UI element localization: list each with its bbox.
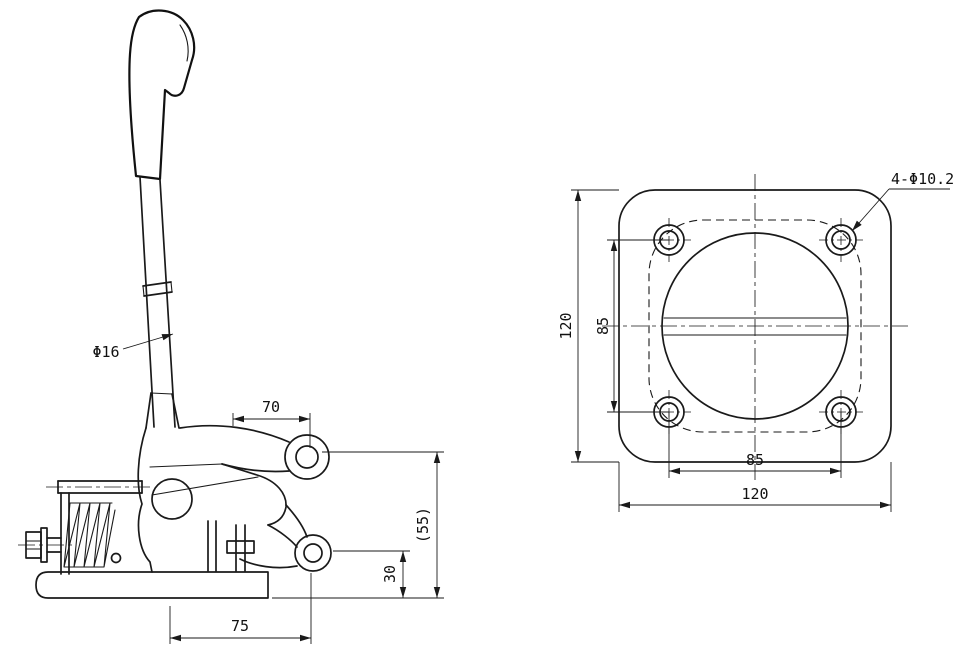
pin-hole — [110, 552, 122, 564]
top-view: 4-Φ10.2 120 85 85 120 — [557, 170, 954, 512]
dim-base-width: 75 — [169, 573, 312, 644]
collar-left — [142, 285, 145, 297]
dim-label-top-width: 70 — [262, 398, 280, 416]
base-plate — [35, 571, 269, 599]
central-bore — [661, 232, 849, 420]
flange-plate-outline — [618, 189, 892, 463]
shaft-right-edge — [159, 179, 176, 428]
bolt-hole-top-right — [819, 218, 863, 262]
hole-callout: 4-Φ10.2 — [851, 170, 954, 232]
spring-coil — [63, 502, 116, 568]
bolt-nut — [226, 540, 255, 554]
handle-contour-line — [179, 24, 189, 62]
collar-bottom — [143, 291, 173, 297]
lower-lobe-hole — [303, 543, 323, 563]
shaft-left-edge — [139, 176, 155, 428]
side-view: Φ16 70 (55) 30 75 — [18, 9, 444, 644]
dim-label-hole-callout: 4-Φ10.2 — [891, 170, 954, 188]
dim-hole-spacing-vertical: 85 — [594, 239, 669, 413]
neck-right-edge — [285, 504, 308, 538]
boss-right — [171, 393, 180, 429]
shaft-collar — [142, 281, 173, 297]
dim-label-plate-height: 120 — [557, 312, 575, 339]
mechanism-body — [137, 427, 332, 573]
dim-hole-spacing-horizontal: 85 — [668, 412, 842, 478]
dim-lower-height: 30 — [333, 550, 410, 598]
dim-label-base-width: 75 — [231, 617, 249, 635]
boss-joint — [150, 392, 173, 395]
dim-label-plate-width: 120 — [741, 485, 768, 503]
lever-shaft — [139, 176, 180, 429]
pivot-boss — [151, 478, 193, 520]
handle-outline — [128, 9, 196, 181]
lower-lobe — [294, 534, 332, 572]
dim-ref-height: (55) — [272, 451, 444, 599]
handle-grip — [128, 9, 196, 181]
shaft-boss — [145, 392, 180, 429]
boss-left — [145, 392, 152, 429]
leader-line — [851, 188, 890, 232]
under-lobe-edge — [239, 558, 298, 569]
upper-arm — [179, 424, 330, 480]
dim-label-ref-height: (55) — [414, 507, 432, 543]
dim-top-width: 70 — [232, 398, 311, 448]
upper-lobe — [284, 434, 330, 480]
collar-top — [142, 281, 172, 287]
dim-plate-height: 120 — [557, 189, 619, 463]
dim-label-shaft-dia: Φ16 — [92, 343, 119, 361]
dim-label-lower-height: 30 — [381, 565, 399, 583]
body-left-edge — [137, 427, 153, 573]
dim-label-hole-spacing-v: 85 — [594, 317, 612, 335]
lever-plate-edge — [151, 476, 259, 496]
arm-top-edge — [179, 424, 290, 443]
hidden-contour — [648, 219, 862, 433]
dim-shaft-diameter: Φ16 — [92, 333, 174, 361]
anchor-bolt — [18, 527, 72, 563]
body-inner-top — [149, 463, 223, 468]
leader-line — [122, 333, 174, 350]
neck-left-edge — [267, 524, 298, 548]
spring-assembly — [18, 480, 154, 575]
collar-right — [170, 281, 173, 293]
dim-plate-width: 120 — [618, 462, 892, 512]
upper-lobe-hole — [295, 445, 319, 469]
dim-label-hole-spacing-h: 85 — [746, 451, 764, 469]
body-right-edge — [221, 463, 287, 526]
spring-top-bracket — [46, 480, 154, 494]
lower-bracket — [207, 520, 255, 572]
